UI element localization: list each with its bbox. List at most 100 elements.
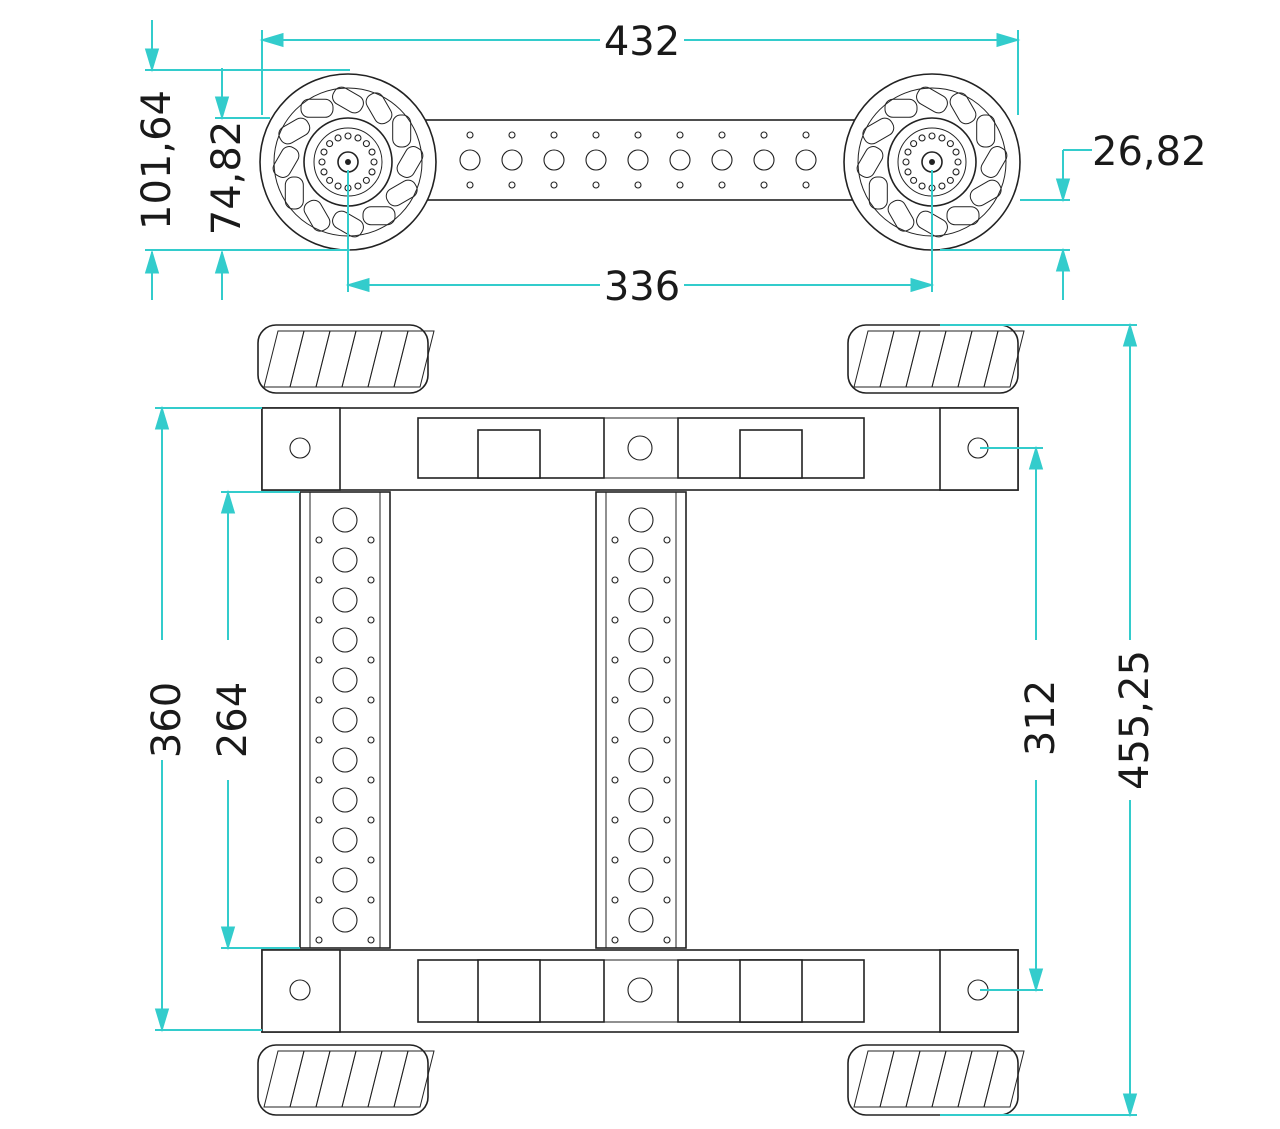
roller-icon [980,146,1008,178]
right-mecanum-wheel-side [843,73,1021,251]
roller-icon [396,146,424,178]
roller-icon [856,146,884,178]
hub-hole [368,148,376,156]
beam-hole [634,181,642,189]
left-mecanum-wheel-side [259,73,437,251]
side-view-beam-plate [419,119,861,201]
plate-hole [628,827,654,853]
left-longitudinal-plate [299,491,391,949]
roller-icon [916,210,948,238]
rear-right-wheel [847,1044,1025,1116]
plate-hole [663,856,671,864]
beam-hole [669,149,691,171]
plate-hole [315,536,323,544]
plate-hole [332,707,358,733]
dim-overall-width: 432 [259,19,1021,115]
dim-side-offset: 26,82 [940,129,1207,300]
beam-hole [760,131,768,139]
plate-hole [315,656,323,664]
plate-hole [611,536,619,544]
beam-hole [466,131,474,139]
beam-hole [676,131,684,139]
plate-hole [611,776,619,784]
roller-icon [303,199,331,232]
beam-hole [718,131,726,139]
beam-hole [802,131,810,139]
beam-hole [760,181,768,189]
plate-hole [315,856,323,864]
plate-hole [663,576,671,584]
plate-hole [628,907,654,933]
roller-icon [862,117,895,145]
plate-hole [628,867,654,893]
dim-inner-length-label: 264 [210,682,256,758]
plate-hole [315,736,323,744]
plate-hole [628,507,654,533]
hub-hole [354,134,362,142]
plate-hole [367,736,375,744]
plate-hole [332,627,358,653]
beam-hole [508,131,516,139]
plate-hole [367,816,375,824]
plate-hole [315,936,323,944]
plate-hole [332,827,358,853]
plate-hole [367,896,375,904]
plate-hole [663,656,671,664]
dim-wheel-diameter: 101,64 [134,20,350,300]
front-right-wheel [847,324,1025,394]
plate-hole [367,536,375,544]
plate-hole [611,936,619,944]
plate-hole [628,547,654,573]
plate-hole [663,696,671,704]
plate-hole [367,656,375,664]
plate-hole [315,776,323,784]
dim-overall-length: 455,25 [940,322,1158,1118]
dim-overall-length-label: 455,25 [1112,650,1158,790]
hub-hole [326,176,334,184]
beam-hole [459,149,481,171]
plate-hole [611,736,619,744]
dim-axle-spacing-side: 336 [345,170,935,310]
roller-icon [385,179,418,207]
hub-hole [320,168,328,176]
beam-hole [508,181,516,189]
hub-hole [910,140,918,148]
roller-icon [284,176,304,210]
hub-hole [904,168,912,176]
beam-hole [585,149,607,171]
hub-hole [334,134,342,142]
beam-hole [550,181,558,189]
dim-side-offset-label: 26,82 [1092,129,1207,175]
roller-icon [884,98,918,118]
hub-hole [368,168,376,176]
hub-hole [928,132,936,140]
dim-overall-width-label: 432 [604,19,680,65]
plate-hole [628,667,654,693]
hub-hole [344,132,352,140]
plate-hole [611,816,619,824]
beam-hole [634,131,642,139]
roller-icon [969,179,1002,207]
hub-hole [910,176,918,184]
roller-icon [887,199,915,232]
roller-icon [272,146,300,178]
beam-hole [795,149,817,171]
plate-hole [332,747,358,773]
plate-hole [367,616,375,624]
plate-hole [663,736,671,744]
roller-icon [300,98,334,118]
plate-hole [332,507,358,533]
plate-hole [332,587,358,613]
rear-left-wheel [257,1044,435,1116]
plate-hole [663,936,671,944]
hub-hole [952,148,960,156]
beam-hole [676,181,684,189]
hub-hole [938,182,946,190]
plate-hole [367,776,375,784]
dim-hub-height-label: 74,82 [204,121,250,236]
plan-view: 360 264 312 455,25 [144,322,1158,1118]
hub-hole [918,182,926,190]
plate-hole [611,616,619,624]
roller-icon [949,92,977,125]
